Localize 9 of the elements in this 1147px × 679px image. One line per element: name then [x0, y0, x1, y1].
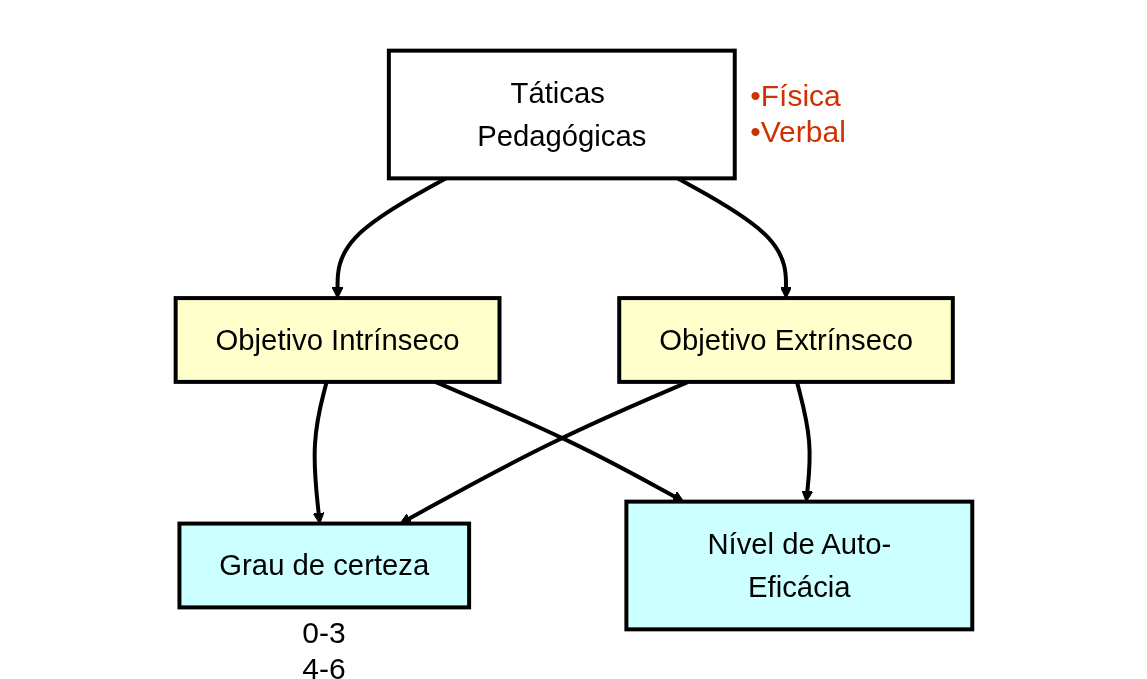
node-box: Objetivo Intrínseco: [173, 295, 502, 384]
side-note: 4-6: [302, 650, 346, 679]
node-box: Táticas Pedagógicas: [386, 48, 737, 180]
side-note: •Verbal: [750, 114, 846, 150]
node-box: Nível de Auto-Eficácia: [623, 499, 974, 631]
side-note: •Física: [750, 78, 841, 114]
side-note: 0-3: [302, 614, 346, 651]
node-box: Objetivo Extrínseco: [616, 295, 955, 384]
node-box: Grau de certeza: [176, 521, 471, 609]
